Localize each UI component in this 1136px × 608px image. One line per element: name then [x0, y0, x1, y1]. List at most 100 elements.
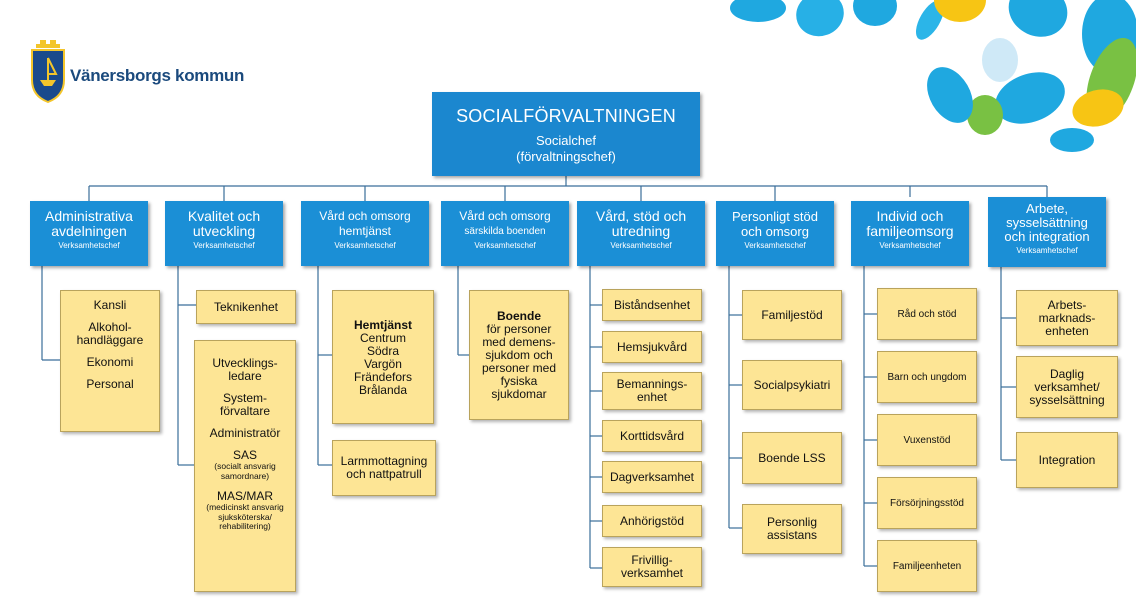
unit-item: Administratör — [209, 426, 281, 440]
unit-box: Personlig assistans — [742, 504, 842, 554]
dept-box: Individ och familjeomsorg Verksamhetsche… — [851, 201, 969, 266]
unit-item: Larmmottagning — [340, 454, 428, 468]
unit-item: Alkohol- — [88, 320, 132, 334]
dept-box: Personligt stöd och omsorg Verksamhetsch… — [716, 201, 834, 266]
coat-of-arms-icon — [31, 40, 65, 104]
unit-note: rehabilitering) — [219, 521, 271, 531]
unit-box: Hemsjukvård — [602, 331, 702, 363]
top-box: SOCIALFÖRVALTNINGEN Socialchef (förvaltn… — [432, 92, 700, 176]
dept-box: Vård och omsorg hemtjänst Verksamhetsche… — [301, 201, 429, 266]
top-subtitle-2: (förvaltningschef) — [516, 149, 616, 164]
dept-subtitle: Verksamhetschef — [58, 241, 120, 250]
unit-item: Vargön — [364, 356, 402, 371]
unit-item: sysselsättning — [1029, 392, 1105, 407]
unit-box: Boende LSS — [742, 432, 842, 484]
unit-item: Arbets- — [1047, 297, 1087, 312]
dept-subtitle: Verksamhetschef — [610, 241, 672, 250]
unit-item: Frändefors — [353, 369, 413, 384]
unit-box: Vuxenstöd — [877, 414, 977, 466]
unit-item: System- — [222, 391, 267, 405]
unit-item: SAS — [232, 448, 257, 462]
unit-item: marknads- — [1038, 310, 1096, 325]
unit-item: ledare — [228, 369, 262, 383]
unit-item: Barn och ungdom — [887, 371, 967, 383]
unit-note: samordnare) — [220, 470, 270, 481]
unit-box: Biståndsenhet — [602, 289, 702, 321]
unit-box: Teknikenhet — [196, 290, 296, 324]
unit-box: Frivillig- verksamhet — [602, 547, 702, 587]
unit-item: verksamhet/ — [1034, 379, 1100, 394]
unit-item: MAS/MAR — [216, 489, 273, 503]
dept-box: Vård och omsorg särskilda boenden Verksa… — [441, 201, 569, 266]
dept-subtitle: Verksamhetschef — [334, 241, 396, 250]
unit-item: verksamhet — [620, 566, 684, 580]
unit-note: (medicinskt ansvarig — [206, 502, 284, 512]
dept-name-2: utredning — [611, 223, 671, 239]
dept-subtitle: Verksamhetschef — [744, 241, 806, 250]
top-subtitle-1: Socialchef — [536, 133, 596, 148]
unit-item: Daglig — [1049, 366, 1085, 381]
unit-box: Familjestöd — [742, 290, 842, 340]
unit-box-hemtjanst: Hemtjänst Centrum Södra Vargön Frändefor… — [332, 290, 434, 424]
dept-box: Kvalitet och utveckling Verksamhetschef — [165, 201, 283, 266]
dept-name-1: Vård, stöd och — [595, 208, 687, 224]
dept-subtitle: Verksamhetschef — [193, 241, 255, 250]
unit-item: med demens- — [482, 335, 556, 349]
unit-item: fysiska — [500, 374, 538, 388]
unit-box: Integration — [1016, 432, 1118, 488]
unit-item: Råd och stöd — [897, 308, 957, 320]
unit-item: förvaltare — [219, 404, 271, 418]
dept-box: Vård, stöd och utredning Verksamhetschef — [577, 201, 705, 266]
dept-name-2: särskilda boenden — [464, 226, 546, 237]
unit-box-admin: Kansli Alkohol- handläggare Ekonomi Pers… — [60, 290, 160, 432]
dept-box: Arbete, sysselsättning och integration V… — [988, 197, 1106, 267]
dept-name-1: Vård och omsorg — [319, 209, 411, 223]
unit-box: Korttidsvård — [602, 420, 702, 452]
dept-name-2: utveckling — [192, 223, 256, 239]
unit-item: Ekonomi — [86, 355, 134, 369]
unit-item: Dagverksamhet — [609, 469, 695, 484]
unit-box: Socialpsykiatri — [742, 360, 842, 410]
dept-name-2: och omsorg — [741, 224, 809, 239]
dept-name-1: Vård och omsorg — [459, 209, 551, 223]
top-title: SOCIALFÖRVALTNINGEN — [456, 106, 676, 126]
unit-box: Larmmottagning och nattpatrull — [332, 440, 436, 496]
unit-item: och nattpatrull — [346, 467, 422, 481]
unit-item: Hemsjukvård — [616, 339, 688, 354]
unit-item: Familjestöd — [761, 307, 823, 322]
unit-box: Försörjningsstöd — [877, 477, 977, 529]
unit-item: enheten — [1045, 323, 1089, 338]
unit-box: Familjeenheten — [877, 540, 977, 592]
unit-item: Personlig — [766, 515, 818, 529]
dept-subtitle: Verksamhetschef — [879, 241, 941, 250]
dept-name-2: hemtjänst — [338, 224, 392, 238]
unit-box: Barn och ungdom — [877, 351, 977, 403]
unit-item: Familjeenheten — [892, 560, 962, 572]
unit-title: Boende — [496, 309, 541, 323]
unit-item: Socialpsykiatri — [753, 377, 831, 392]
dept-name-3: och integration — [1004, 229, 1090, 244]
unit-item: handläggare — [76, 333, 144, 347]
unit-box: Bemannings- enhet — [602, 372, 702, 410]
dept-name-1: Individ och — [876, 208, 944, 224]
unit-box-kvalitet: Utvecklings- ledare System- förvaltare A… — [194, 340, 296, 592]
decorative-splash — [730, 0, 1136, 152]
unit-note: sjuksköterska/ — [218, 511, 272, 522]
unit-item: Bemannings- — [616, 377, 688, 391]
dept-name-2: avdelningen — [51, 223, 127, 239]
unit-item: Kansli — [93, 298, 127, 312]
unit-box: Anhörigstöd — [602, 505, 702, 537]
unit-note: (socialt ansvarig — [214, 461, 276, 471]
unit-item: assistans — [766, 528, 818, 542]
unit-item: Brålanda — [358, 382, 408, 397]
unit-item: enhet — [636, 390, 668, 404]
unit-item: Integration — [1038, 452, 1096, 467]
unit-box: Dagverksamhet — [602, 461, 702, 493]
unit-item: Vuxenstöd — [903, 434, 951, 446]
dept-name-2: familjeomsorg — [866, 223, 954, 239]
unit-box: Arbets- marknads- enheten — [1016, 290, 1118, 346]
dept-name-1: Administrativa — [45, 208, 133, 224]
unit-item: sjukdom och — [485, 348, 553, 362]
dept-name-1: Personligt stöd — [732, 209, 818, 224]
